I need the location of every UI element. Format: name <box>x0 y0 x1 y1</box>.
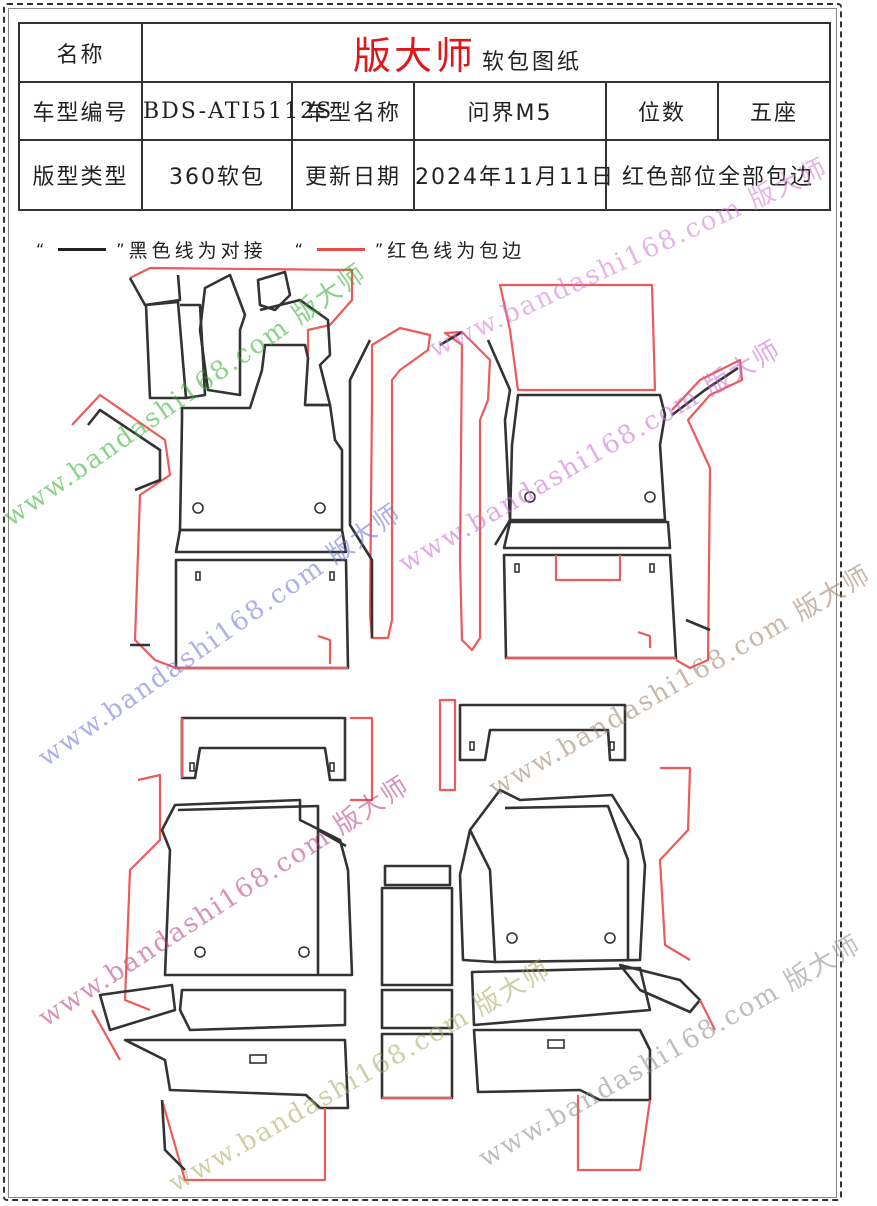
front-left-pieces <box>71 266 354 670</box>
model-name-label: 车型名称 <box>291 81 415 141</box>
rear-left-pieces <box>91 716 374 1182</box>
line-legend: “” 黑色线为对接 “” 红色线为包边 <box>36 236 525 263</box>
page-frame-inner <box>8 8 837 1198</box>
rear-center-pieces <box>380 864 454 1100</box>
seats-value: 五座 <box>716 81 832 141</box>
date-label: 更新日期 <box>291 139 415 211</box>
model-code-label: 车型编号 <box>18 81 143 141</box>
drawing-subtitle: 软包图纸 <box>482 50 583 75</box>
title-cell: 版大师软包图纸 <box>140 22 832 83</box>
page-frame <box>3 3 842 1201</box>
brand-title: 版大师 <box>353 34 477 78</box>
info-table: 名称 版大师软包图纸 车型编号 BDS-ATI5112S 车型名称 问界M5 位… <box>18 22 832 211</box>
front-right-pieces <box>498 283 744 670</box>
type-label: 版型类型 <box>18 139 143 211</box>
model-name: 问界M5 <box>413 81 607 141</box>
type-value: 360软包 <box>141 139 293 211</box>
red-line-legend: 红色线为包边 <box>387 240 526 262</box>
black-line-sample <box>58 248 107 251</box>
seats-label: 位数 <box>605 81 719 141</box>
edge-note: 红色部位全部包边 <box>604 139 832 211</box>
name-label: 名称 <box>18 22 143 83</box>
black-line-legend: 黑色线为对接 <box>128 240 267 262</box>
pattern-drawing <box>71 266 744 1182</box>
red-line-sample <box>316 248 365 251</box>
update-date: 2024年11月11日 <box>413 139 613 211</box>
center-console-right-strip <box>439 330 512 652</box>
rear-right-pieces <box>438 698 716 1172</box>
center-console-left-strip <box>348 326 432 640</box>
